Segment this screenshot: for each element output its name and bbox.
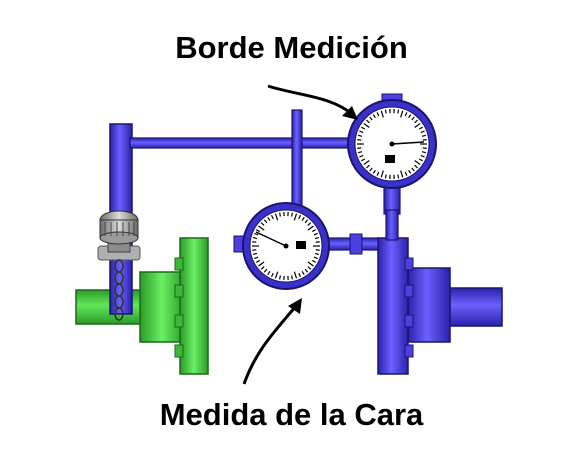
rim-measurement-label: Borde Medición — [0, 30, 573, 66]
left-flange — [175, 238, 208, 374]
face-dial-indicator-icon — [243, 203, 329, 289]
rim-dial-indicator-icon — [348, 94, 436, 188]
rim-pointer-arrow — [268, 86, 358, 120]
face-pointer-arrow — [244, 298, 302, 384]
face-measurement-label: Medida de la Cara — [0, 397, 573, 433]
right-flange — [378, 238, 413, 374]
right-shaft — [408, 268, 502, 342]
